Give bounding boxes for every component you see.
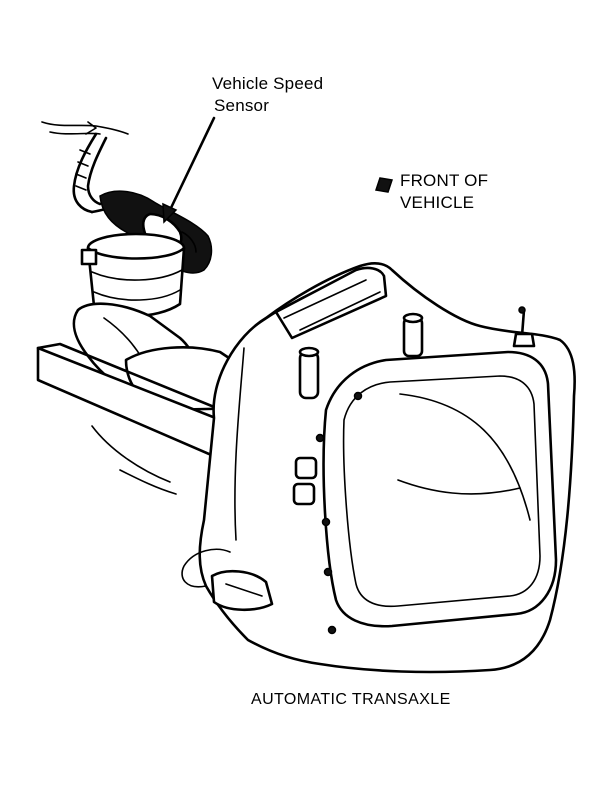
sensor-label-line2: Sensor [214, 96, 270, 115]
sensor-housing [80, 232, 186, 318]
side-cover-pan [315, 350, 558, 635]
sensor-label-line1: Vehicle Speed [212, 74, 324, 93]
case-bosses [210, 456, 318, 612]
figure-caption: AUTOMATIC TRANSAXLE [251, 691, 451, 708]
front-of-vehicle-label-line2: VEHICLE [400, 193, 475, 212]
wiring-harness [41, 121, 130, 214]
front-direction-marker [375, 177, 393, 193]
top-cover [274, 266, 388, 340]
case-studs [298, 306, 536, 400]
front-of-vehicle-label-line1: FRONT OF [400, 171, 489, 190]
sensor-pointer-arrow [162, 116, 216, 224]
